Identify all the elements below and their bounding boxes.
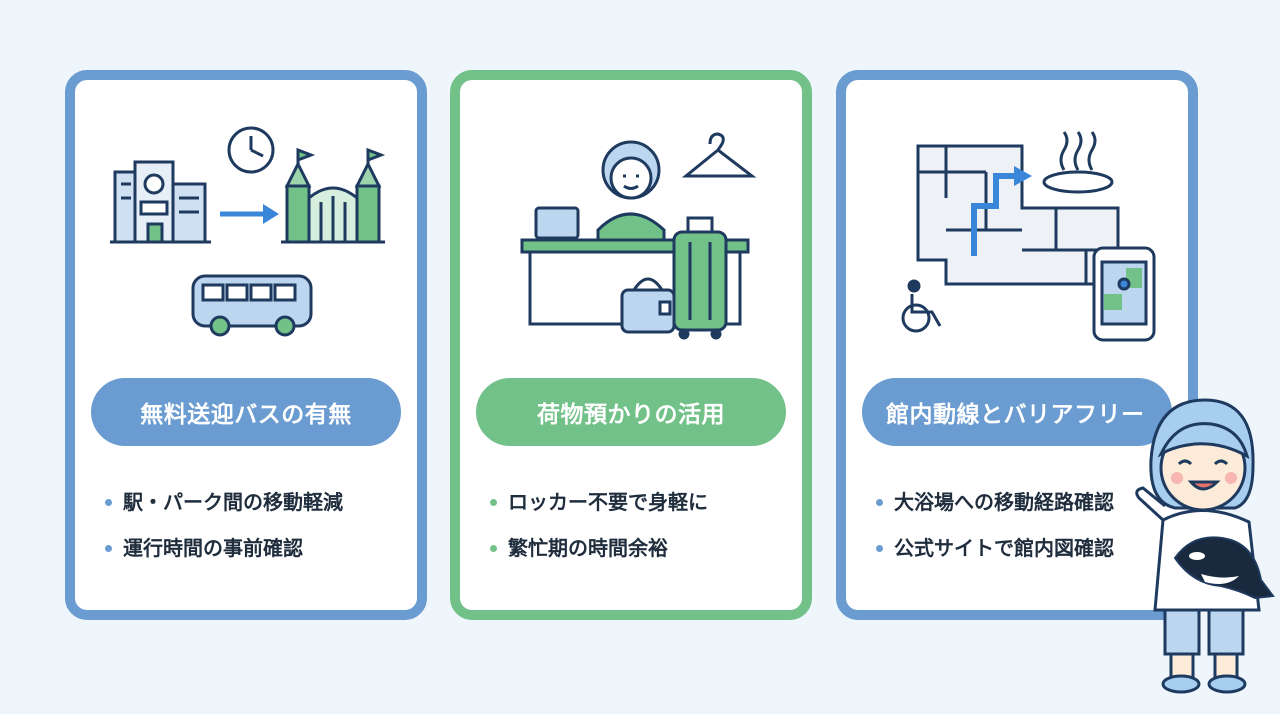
barrier-free-illustration: [901, 131, 1156, 342]
shuttle-illustration: [110, 126, 386, 337]
list-item: 運行時間の事前確認: [105, 528, 343, 574]
smartphone-map-icon: [1092, 246, 1156, 342]
orca-plush-icon: [1173, 536, 1275, 600]
list-item: 駅・パーク間の移動軽減: [105, 482, 343, 528]
card-shuttle-bus: 無料送迎バスの有無 駅・パーク間の移動軽減 運行時間の事前確認: [65, 70, 427, 620]
hanger-icon: [681, 132, 757, 178]
list-item: ロッカー不要で身軽に: [490, 482, 708, 528]
card-barrier-free: 館内動線とバリアフリー 大浴場への移動経路確認 公式サイトで館内図確認: [836, 70, 1198, 620]
floor-map-icon: [916, 144, 1120, 286]
card-title: 館内動線とバリアフリー: [862, 378, 1172, 446]
wheelchair-icon: [901, 279, 942, 333]
list-item: 大浴場への移動経路確認: [876, 482, 1114, 528]
mascot: [1135, 398, 1275, 694]
handbag-icon: [620, 277, 676, 334]
station-building-icon: [110, 160, 211, 244]
receptionist-icon: [596, 140, 666, 244]
card-title: 無料送迎バスの有無: [91, 378, 401, 446]
list-item: 繁忙期の時間余裕: [490, 528, 708, 574]
girl-mascot-icon: [1135, 398, 1261, 694]
castle-gate-icon: [281, 147, 386, 244]
luggage-illustration: [520, 132, 757, 340]
laptop-icon: [534, 206, 580, 240]
card-title: 荷物預かりの活用: [476, 378, 786, 446]
suitcase-icon: [672, 216, 728, 340]
shuttle-bus-icon: [191, 274, 313, 337]
bullet-list: 大浴場への移動経路確認 公式サイトで館内図確認: [876, 482, 1114, 574]
list-item: 公式サイトで館内図確認: [876, 528, 1114, 574]
card-luggage-storage: 荷物預かりの活用 ロッカー不要で身軽に 繁忙期の時間余裕: [450, 70, 812, 620]
arrow-right-icon: [220, 204, 279, 224]
bullet-list: 駅・パーク間の移動軽減 運行時間の事前確認: [105, 482, 343, 574]
clock-icon: [227, 126, 275, 174]
bullet-list: ロッカー不要で身軽に 繁忙期の時間余裕: [490, 482, 708, 574]
hot-spring-icon: [1042, 131, 1114, 194]
